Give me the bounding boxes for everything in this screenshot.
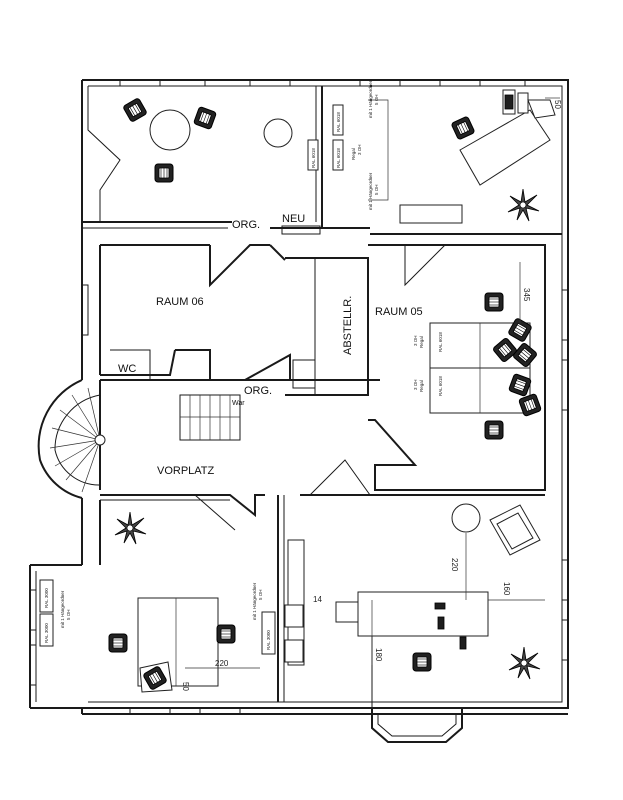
room-label-org-top: ORG. [232, 219, 260, 231]
dim-label: 180 [374, 648, 383, 662]
dim-label: 14 [313, 595, 322, 604]
bay-window [371, 708, 463, 743]
cab-label: Regal [419, 380, 424, 392]
cab-label: RAL 3000 [44, 623, 49, 643]
top-right-office: 50 [450, 89, 562, 222]
bottom-left-office: RAL 3000 RAL 3000 mit 1 Hängeordner 5 OH… [39, 511, 260, 693]
cab-label: 3 OH [357, 144, 362, 155]
dim-label: 220 [450, 558, 459, 572]
room-labels: RAUM 06 RAUM 05 WC VORPLATZ ABSTELLR. OR… [118, 213, 423, 477]
cab-label: RAL 6018 [438, 332, 443, 352]
windows [29, 80, 569, 715]
straight-stairs [179, 394, 241, 441]
raum05-furniture: RAL 6018 RAL 6018 Regal 3 OH Regal 3 OH … [413, 262, 543, 440]
cab-label: RAL 6018 [336, 148, 341, 168]
bottom-center-cabinets: RAL 3000 mit 1 Hängeordner 5 OH 14 [252, 539, 322, 666]
top-middle-cabinets: RAL 6018 RAL 6018 RAL 6018 Regal 3 OH mi… [307, 80, 463, 224]
cab-label: RAL 3000 [266, 630, 271, 650]
cab-label: 5 OH [374, 184, 379, 195]
dim-label: 50 [181, 682, 190, 691]
dim-label: 345 [522, 288, 531, 302]
cab-label: 5 OH [258, 589, 263, 600]
room-label-abstellr: ABSTELLR. [342, 296, 354, 355]
bottom-right-office: 220 180 160 [335, 503, 545, 680]
cab-label: mit 1 Hängeordner [368, 80, 373, 118]
room-label-vorplatz: VORPLATZ [157, 465, 215, 477]
dim-label: 50 [553, 100, 562, 109]
cab-label: RAL 3000 [44, 588, 49, 608]
cab-label: Regal [351, 148, 356, 160]
cab-label: mit 1 Hängeordner [368, 172, 373, 210]
cab-label: Regal [419, 336, 424, 348]
top-left-office [87, 86, 293, 222]
dim-label: 160 [502, 582, 511, 596]
cab-label: RAL 6018 [336, 112, 341, 132]
cab-label: mit 1 Hängeordner [252, 582, 257, 620]
room-label-raum05: RAUM 05 [375, 306, 423, 318]
room-label-org-mid: ORG. [244, 385, 272, 397]
room-label-war: War [232, 400, 245, 407]
dim-label: 220 [215, 659, 229, 668]
room-label-raum06: RAUM 06 [156, 296, 204, 308]
room-label-neu: NEU [282, 213, 305, 225]
cab-label: 3 OH [413, 379, 418, 390]
interior-walls [82, 86, 562, 708]
cab-label: 3 OH [413, 335, 418, 346]
cab-label: 5 OH [66, 609, 71, 620]
spiral-staircase [37, 379, 106, 499]
cab-label: RAL 6018 [438, 376, 443, 396]
room-label-wc: WC [118, 363, 136, 375]
cab-label: RAL 6018 [311, 148, 316, 168]
cab-label: mit 1 Hängeordner [60, 590, 65, 628]
